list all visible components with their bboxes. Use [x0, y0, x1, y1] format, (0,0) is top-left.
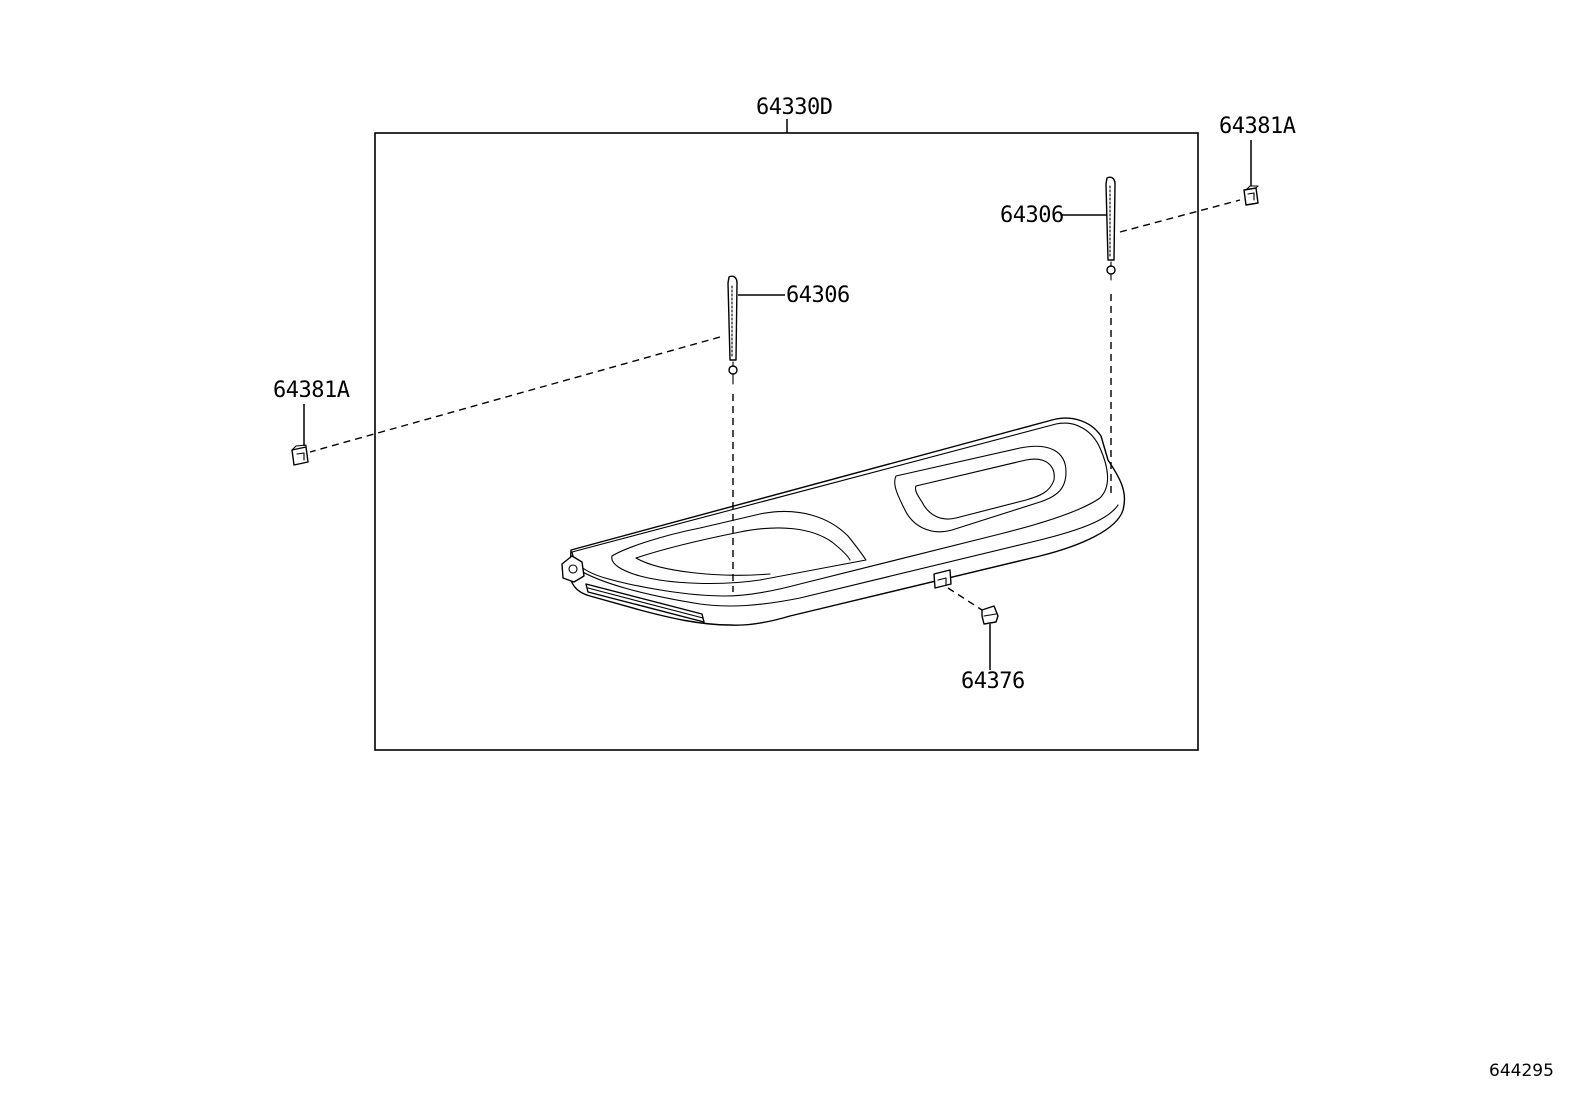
tray-top-rim: [571, 422, 1109, 597]
callout-string-center[interactable]: 64306: [738, 283, 850, 308]
string-right-to-hook-line: [1119, 199, 1241, 233]
clip-dash-line: [947, 587, 983, 611]
callout-hook-top-right[interactable]: 64381A: [1219, 114, 1296, 186]
hook-left-body: [291, 446, 309, 466]
hook-right-detail: [1245, 185, 1259, 201]
callout-string-right[interactable]: 64306: [1000, 203, 1107, 228]
tray-right-recess: [894, 445, 1067, 533]
tray-right-recess-inner: [914, 458, 1055, 520]
callout-label-string-right: 64306: [1000, 203, 1064, 228]
string-center-to-hook-line: [309, 336, 721, 453]
callout-label-hook-left: 64381A: [273, 378, 350, 403]
callout-label-clip-bottom: 64376: [961, 669, 1025, 694]
tray-bottom-strip-line: [587, 587, 704, 619]
callout-label-hook-top-right: 64381A: [1219, 114, 1296, 139]
tray-front-lip: [575, 504, 1119, 607]
callout-label-assembly: 64330D: [756, 95, 832, 120]
hook-top-right[interactable]: [1243, 185, 1259, 206]
hook-left[interactable]: [291, 444, 309, 466]
hook-right-body: [1243, 187, 1259, 206]
diagram-reference-code: 644295: [1489, 1061, 1554, 1081]
tray-clip-slot-inner: [937, 577, 947, 586]
hook-left-detail: [291, 444, 307, 461]
callout-label-string-center: 64306: [786, 283, 850, 308]
tray-left-pivot-hole: [568, 564, 578, 574]
support-string-right[interactable]: [1105, 176, 1116, 281]
tray-left-pivot: [561, 555, 585, 583]
tray-outer-body: [569, 417, 1126, 626]
clip-detail: [983, 613, 997, 617]
callout-assembly[interactable]: 64330D: [756, 95, 833, 133]
callout-hook-left[interactable]: 64381A: [273, 378, 350, 446]
package-tray-shelf[interactable]: [561, 417, 1126, 626]
support-string-center[interactable]: [727, 275, 738, 385]
callout-clip-bottom[interactable]: 64376: [961, 624, 1025, 694]
string-right-end-knob: [1106, 265, 1116, 275]
tray-left-recess: [611, 510, 867, 585]
string-center-end-knob: [728, 365, 738, 375]
clip-bottom[interactable]: [981, 605, 999, 625]
tray-left-recess-inner: [635, 527, 851, 576]
